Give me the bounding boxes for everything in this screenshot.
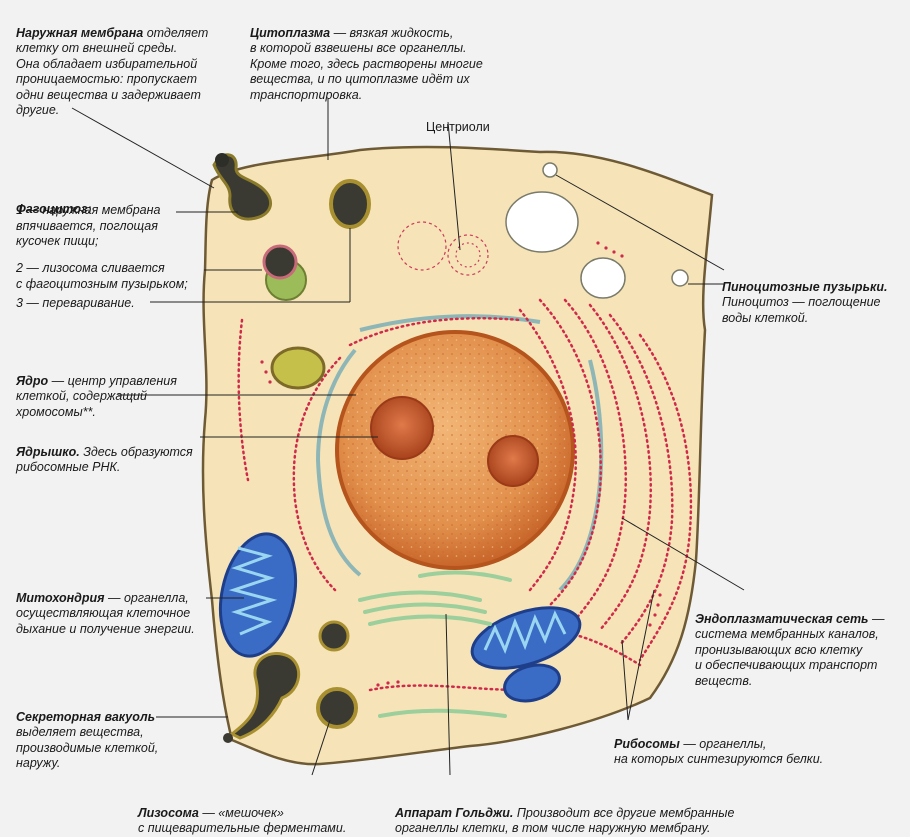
label-phagocytosis-title-wrap: Фагоцитоз: [16, 186, 92, 217]
small-vesicle [270, 346, 326, 390]
label-cytoplasm-text: — вязкая жидкость, в которой взвешены вс… [250, 25, 483, 102]
label-pinocytosis-text: Пиноцитоз — поглощение воды клеткой. [722, 295, 881, 325]
mitochondrion-left [219, 532, 297, 658]
label-secretory-text: выделяет вещества, производимые клеткой,… [16, 725, 159, 770]
label-lysosome: Лизосома — «мешочек» с пищеварительные ф… [138, 790, 368, 837]
label-secretory-vacuole: Секреторная вакуоль выделяет вещества, п… [16, 694, 196, 772]
label-mitochondria-title: Митохондрия [16, 590, 105, 605]
label-cytoplasm-title: Цитоплазма [250, 25, 331, 40]
label-nucleus-text: — центр управления клеткой, содержащий х… [16, 373, 177, 419]
label-lysosome-text: — «мешочек» с пищеварительные ферментами… [138, 805, 347, 836]
label-secretory-title: Секреторная вакуоль [16, 709, 156, 724]
label-nucleus-title: Ядро [16, 373, 49, 388]
label-ribosomes-text: — органеллы, на которых синтезируются бе… [614, 736, 824, 767]
label-phagocytosis-item-2: 2 — лизосома сливается с фагоцитозным пу… [16, 261, 188, 291]
phagocytosis-stage-1 [212, 153, 272, 221]
label-cytoplasm: Цитоплазма — вязкая жидкость, в которой … [250, 10, 530, 103]
nucleus-drawing [335, 330, 575, 570]
label-outer-membrane: Наружная мембрана отделяет клетку от вне… [16, 10, 246, 119]
golgi-drawing [358, 570, 512, 718]
label-centrioles: Центриоли [426, 104, 490, 135]
label-golgi-title: Аппарат Гольджи. [395, 805, 514, 820]
label-outer-membrane-text: отделяет клетку от внешней среды. Она об… [16, 25, 209, 118]
label-nucleolus: Ядрышко. Здесь образуются рибосомные РНК… [16, 429, 216, 476]
label-phagocytosis-item-1: 1 — наружная мембрана впячивается, погло… [16, 203, 161, 248]
ribosomes-dots [260, 241, 662, 687]
pinocytosis-vesicles [505, 162, 689, 299]
label-nucleolus-title: Ядрышко. [16, 444, 80, 459]
label-pinocytosis-title: Пиноцитозные пузырьки. [722, 279, 888, 294]
endoplasmic-reticulum [237, 298, 693, 692]
lysosome-fusing [262, 244, 307, 301]
label-ribosomes-title: Рибосомы [614, 736, 680, 751]
label-outer-membrane-title: Наружная мембрана [16, 25, 144, 40]
label-ribosomes: Рибосомы — органеллы, на которых синтези… [614, 721, 874, 768]
label-pinocytosis: Пиноцитозные пузырьки. Пиноцитоз — погло… [722, 264, 902, 326]
label-phagocytosis-title: Фагоцитоз: [16, 201, 92, 216]
label-nucleus: Ядро — центр управления клеткой, содержа… [16, 358, 216, 420]
leader-lines [71, 98, 745, 776]
label-golgi-text: Производит все другие мембранные органел… [395, 805, 735, 836]
label-mitochondria: Митохондрия — органелла, осуществляющая … [16, 575, 216, 637]
mitochondrion-right [470, 606, 582, 703]
centrioles-drawing [397, 221, 489, 276]
label-golgi: Аппарат Гольджи. Производит все другие м… [395, 790, 775, 837]
label-centrioles-text: Центриоли [426, 119, 490, 134]
label-mitochondria-text: — органелла, осуществляющая клеточное ды… [16, 590, 195, 636]
phagocytosis-stage-3 [329, 179, 371, 229]
secretory-vacuole-drawing [223, 652, 301, 743]
label-er-title: Эндоплазматическая сеть [695, 611, 869, 626]
label-phagocytosis-item-3: 3 — переваривание. [16, 296, 135, 310]
label-lysosome-title: Лизосома [138, 805, 199, 820]
lysosome-lower [316, 687, 358, 729]
lysosome-upper [318, 620, 350, 652]
label-er: Эндоплазматическая сеть — система мембра… [695, 596, 905, 689]
label-er-text: — система мембранных каналов, пронизываю… [695, 611, 885, 688]
label-nucleolus-text: Здесь образуются рибосомные РНК. [16, 444, 193, 475]
